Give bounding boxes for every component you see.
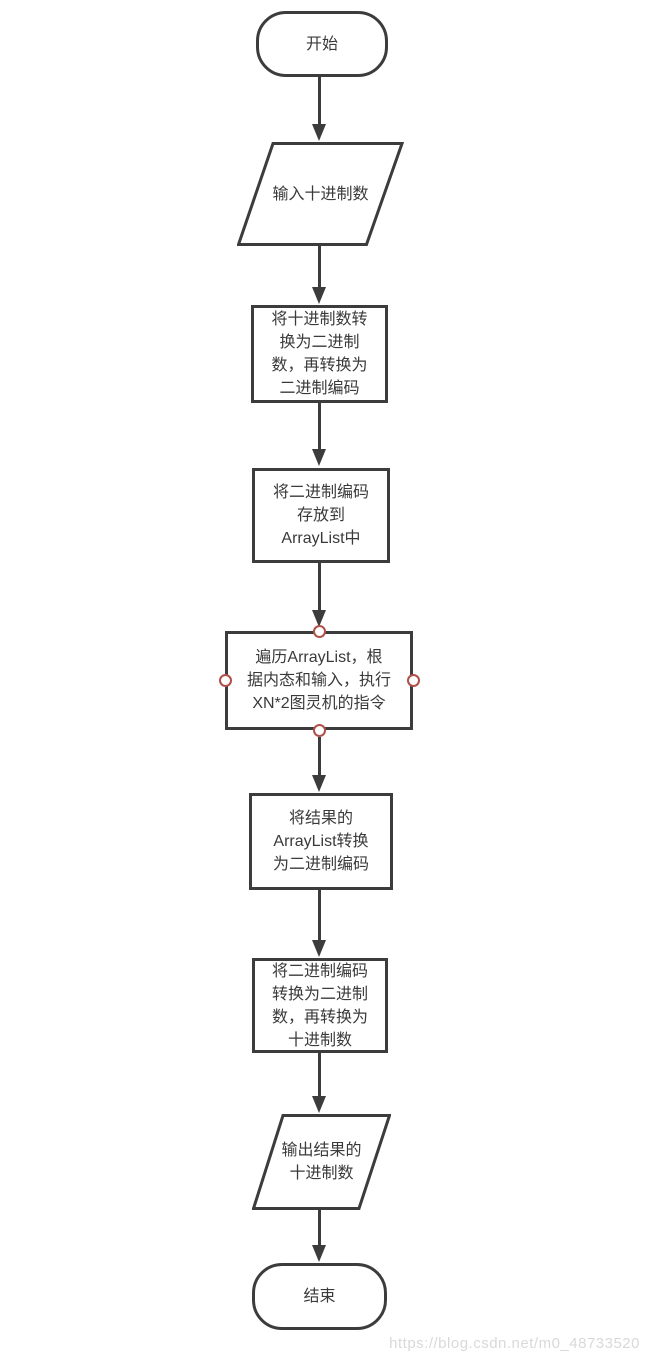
parallelogram-shape — [252, 1114, 391, 1210]
arrow-head-icon — [312, 940, 326, 957]
connector-arrow[interactable] — [312, 1210, 326, 1262]
node-binary-code-to-decimal[interactable]: 将二进制编码 转换为二进制 数，再转换为 十进制数 — [252, 958, 388, 1053]
node-output-decimal-label: 输出结果的 十进制数 — [281, 1142, 362, 1182]
connection-anchor-top[interactable] — [313, 625, 326, 638]
arrow-line — [317, 737, 321, 775]
connector-arrow[interactable] — [312, 77, 326, 141]
node-end-label: 结束 — [303, 1288, 336, 1305]
parallelogram-shape — [237, 142, 404, 246]
arrow-head-icon — [312, 775, 326, 792]
arrow-line — [317, 1053, 321, 1096]
connector-arrow[interactable] — [312, 890, 326, 957]
node-end[interactable]: 结束 — [252, 1263, 387, 1330]
node-output-decimal[interactable]: 输出结果的 十进制数 — [252, 1114, 391, 1210]
node-start-label: 开始 — [305, 35, 338, 53]
arrow-line — [317, 77, 321, 124]
arrow-line — [317, 403, 321, 449]
connector-arrow[interactable] — [312, 737, 326, 792]
arrow-line — [317, 563, 321, 610]
arrow-head-icon — [312, 610, 326, 627]
arrow-line — [317, 890, 321, 940]
arrow-head-icon — [312, 1245, 326, 1262]
node-result-arraylist-to-binary-code-label: 将结果的 ArrayList转换 为二进制编码 — [272, 810, 369, 873]
connector-arrow[interactable] — [312, 1053, 326, 1113]
arrow-head-icon — [312, 287, 326, 304]
arrow-line — [317, 1210, 321, 1245]
connector-arrow[interactable] — [312, 246, 326, 304]
node-store-in-arraylist-label: 将二进制编码 存放到 ArrayList中 — [272, 484, 369, 547]
arrow-head-icon — [312, 124, 326, 141]
arrow-line — [317, 246, 321, 287]
connection-anchor-right[interactable] — [407, 674, 420, 687]
watermark-url: https://blog.csdn.net/m0_48733520 — [389, 1335, 640, 1352]
node-store-in-arraylist[interactable]: 将二进制编码 存放到 ArrayList中 — [252, 468, 390, 563]
connector-arrow[interactable] — [312, 563, 326, 627]
node-result-arraylist-to-binary-code[interactable]: 将结果的 ArrayList转换 为二进制编码 — [249, 793, 393, 890]
connector-arrow[interactable] — [312, 403, 326, 466]
arrow-head-icon — [312, 1096, 326, 1113]
node-start[interactable]: 开始 — [256, 11, 388, 77]
connection-anchor-left[interactable] — [219, 674, 232, 687]
connection-anchor-bottom[interactable] — [313, 724, 326, 737]
node-binary-code-to-decimal-label: 将二进制编码 转换为二进制 数，再转换为 十进制数 — [271, 962, 368, 1049]
node-input-decimal-label: 输入十进制数 — [272, 185, 369, 203]
node-input-decimal[interactable]: 输入十进制数 — [237, 142, 404, 246]
node-decimal-to-binary-code-label: 将十进制数转 换为二进制 数，再转换为 二进制编码 — [271, 311, 368, 397]
node-traverse-arraylist-turing[interactable]: 遍历ArrayList，根 据内态和输入，执行 XN*2图灵机的指令 — [225, 631, 413, 730]
node-decimal-to-binary-code[interactable]: 将十进制数转 换为二进制 数，再转换为 二进制编码 — [251, 305, 388, 403]
arrow-head-icon — [312, 449, 326, 466]
node-traverse-arraylist-turing-label: 遍历ArrayList，根 据内态和输入，执行 XN*2图灵机的指令 — [246, 649, 391, 712]
